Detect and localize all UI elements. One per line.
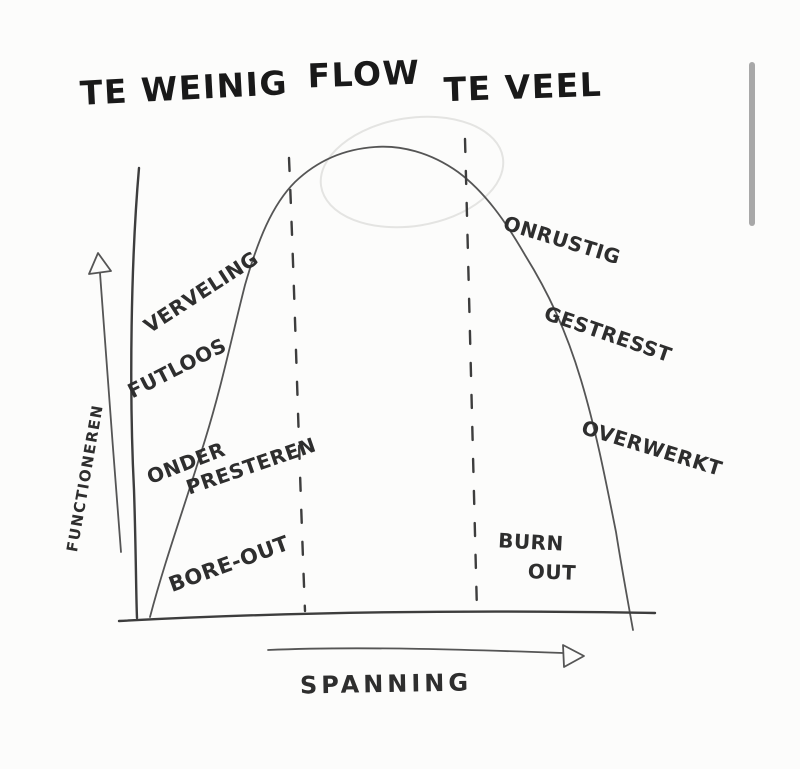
zone-label-out: OUT [527,559,577,585]
x-axis-label: SPANNING [299,668,473,700]
flow-zone-right-boundary [463,137,479,613]
x-axis-line [117,610,657,623]
flow-zone-left-boundary [287,156,307,613]
flow-curve [149,145,634,631]
x-arrowhead-icon [562,644,585,668]
x-arrow [267,647,564,654]
scrollbar-thumb[interactable] [749,62,755,226]
zone-label-burn: BURN [497,528,565,556]
y-arrow [99,272,122,553]
title-te-veel: TE VEEL [443,64,603,110]
title-flow: FLOW [306,52,422,96]
y-arrowhead-icon [88,252,112,275]
y-axis-line [130,166,141,620]
faint-circle-sketch [319,115,505,229]
